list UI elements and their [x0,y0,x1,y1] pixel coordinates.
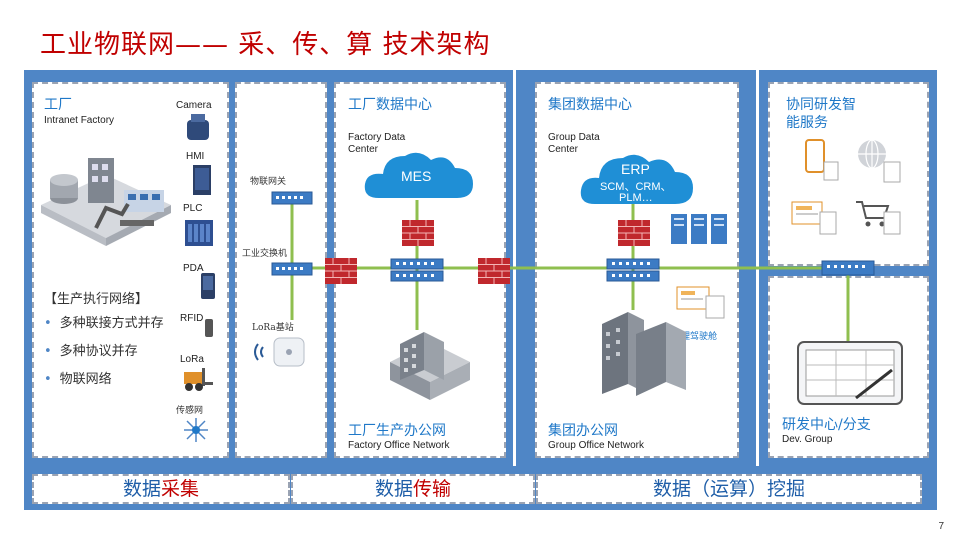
erp-cloud-label: ERP [621,161,650,177]
plc-icon [185,220,213,246]
firewall-icon [618,220,650,246]
group-dc-subtitle: Group Data Center [548,132,600,155]
stage-data-mining: 数据（运算）挖掘 [536,474,922,504]
erp-cloud-icon [580,154,693,204]
switch-label: 工业交换机 [242,249,288,259]
firewall-icon [478,258,510,284]
forklift-icon [184,368,213,391]
factory-office-building-icon [390,332,470,400]
mobile-device-icon [805,139,839,181]
dashboard-icon [676,286,725,319]
firewall-icon [402,220,434,246]
pda-icon [201,273,215,299]
gateway-label: 物联网关 [250,177,287,187]
mes-cloud-label: MES [401,168,432,184]
bullet-item: •物联网络 [44,372,112,387]
device-label-pda: PDA [183,263,204,274]
factory-title: 工厂 [44,97,72,113]
office-building-icon [602,312,686,396]
mes-cloud-icon [364,152,473,198]
shopping-cart-icon [856,201,901,235]
group-dc-title: 集团数据中心 [548,97,632,113]
factory-dc-subtitle: Factory Data Center [348,132,406,155]
device-label-hmi: HMI [186,151,205,162]
group-core-switch-icon [606,258,660,282]
factory-office-subtitle: Factory Office Network [348,440,450,451]
rnd-title: 研发中心/分支 [782,417,871,433]
device-label-camera: Camera [176,100,212,111]
factory-illustration-icon [41,158,171,246]
rnd-subtitle: Dev. Group [782,434,833,445]
factory-panel [32,82,229,458]
lora-base-station-icon [254,337,305,367]
erp-cloud-sublabel-2: PLM… [619,192,653,204]
device-label-rfid: RFID [180,313,204,324]
bullet-dot-icon: • [44,372,52,387]
camera-icon [187,114,209,140]
page-number: 7 [938,521,944,532]
group-office-subtitle: Group Office Network [548,440,644,451]
core-switch-icon [390,258,444,282]
gateway-icon [271,191,313,205]
firewall-icon [325,258,357,284]
stage-data-transmission: 数据传输 [291,474,535,504]
cockpit-label: 管理驾驶舱 [672,332,718,342]
globe-icon [858,139,901,183]
erp-cloud-sublabel: SCM、CRM、 [600,181,672,193]
bullet-list: •多种联接方式并存 •多种协议并存 •物联网络 [44,312,172,392]
factory-dc-title: 工厂数据中心 [348,97,432,113]
tablet-sketch-icon [797,341,903,405]
sensor-network-icon [184,418,208,442]
industrial-switch-icon [271,262,313,276]
bullet-item: •多种联接方式并存 [44,316,164,331]
collab-title: 协同研发智能服务 [786,97,856,131]
bullet-dot-icon: • [44,344,52,359]
bullet-item: •多种协议并存 [44,344,138,359]
device-label-plc: PLC [183,203,203,214]
hmi-icon [193,165,211,195]
page-title: 工业物联网—— 采、传、算 技术架构 [40,30,491,60]
lora-station-label: LoRa基站 [252,323,294,333]
factory-subtitle: Intranet Factory [44,115,115,126]
device-label-sensor-net: 传感网 [176,406,204,416]
device-label-lora: LoRa [180,354,204,365]
stage-data-collection: 数据采集 [32,474,290,504]
bullet-title: 【生产执行网络】 [44,292,149,307]
rnd-switch-icon [821,260,875,276]
document-icon [791,201,837,235]
rfid-icon [205,319,213,337]
group-office-title: 集团办公网 [548,423,618,439]
factory-office-title: 工厂生产办公网 [348,423,446,439]
server-rack-icon [671,214,727,244]
bullet-dot-icon: • [44,316,52,331]
